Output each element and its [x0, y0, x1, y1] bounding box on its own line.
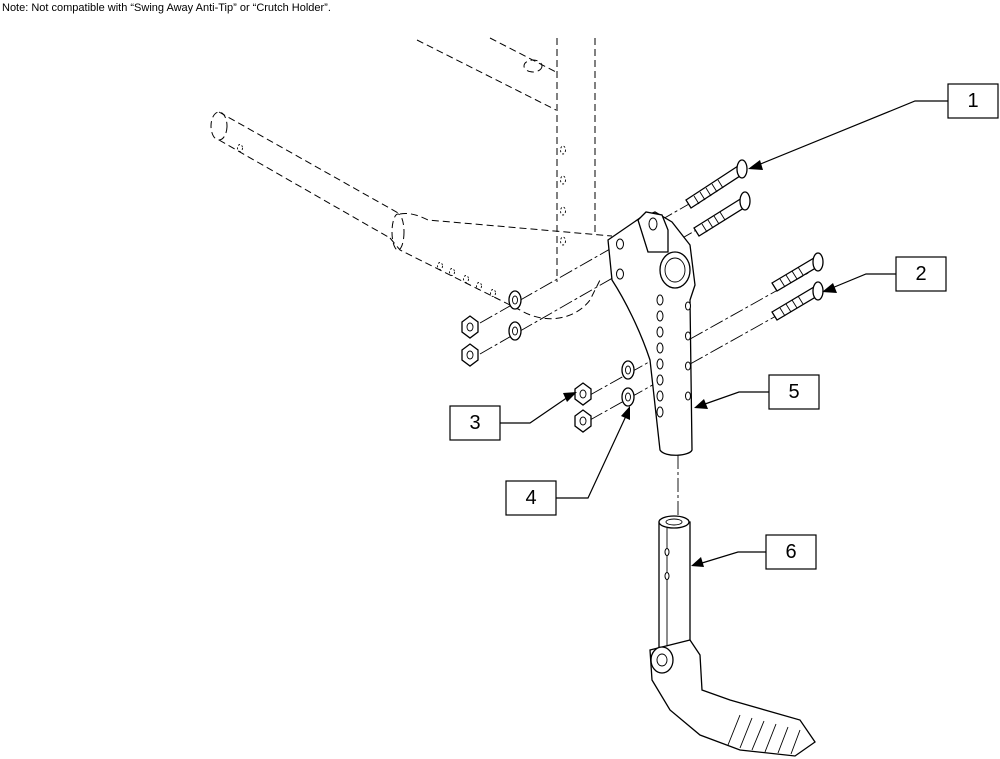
callout-6-label: 6 — [785, 541, 796, 563]
upper-washers-nuts — [461, 290, 522, 367]
callout-4-label: 4 — [525, 487, 536, 509]
callout-2-label: 2 — [915, 263, 926, 285]
callout-3: 3 — [449, 392, 577, 441]
callout-2: 2 — [822, 256, 947, 293]
phantom-frame — [210, 37, 613, 320]
lower-nuts — [574, 382, 592, 433]
callout-5-label: 5 — [788, 381, 799, 403]
lower-washers — [621, 360, 635, 407]
callout-6: 6 — [691, 534, 817, 570]
lower-bolts — [771, 252, 824, 321]
callout-3-label: 3 — [469, 412, 480, 434]
callout-1: 1 — [748, 83, 999, 170]
callout-5: 5 — [694, 374, 820, 410]
upper-bolts — [685, 159, 751, 237]
callout-1-label: 1 — [967, 90, 978, 112]
mount-bracket — [607, 211, 696, 456]
callout-4: 4 — [505, 406, 630, 516]
compatibility-note: Note: Not compatible with “Swing Away An… — [2, 2, 331, 14]
footrest-assembly — [649, 515, 816, 757]
